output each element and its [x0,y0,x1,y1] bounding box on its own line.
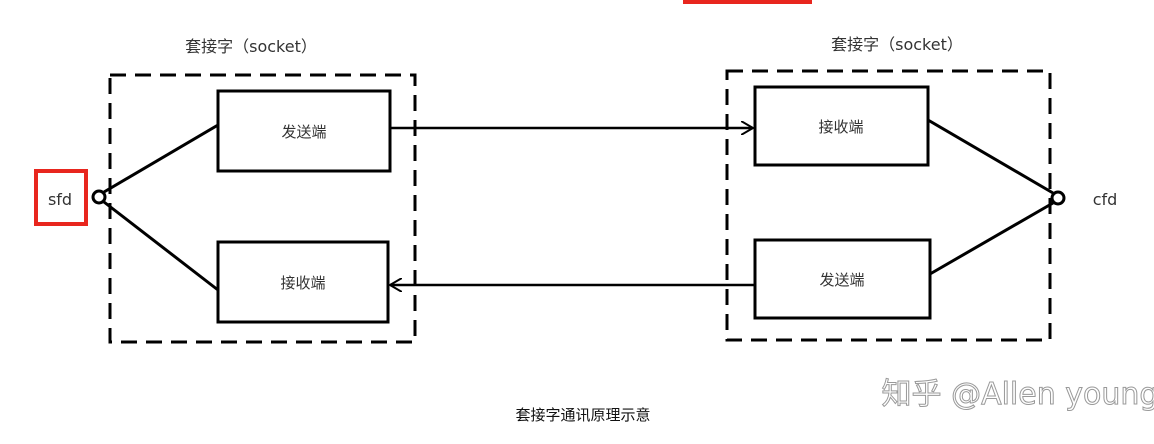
right-recv-label: 接收端 [818,118,863,136]
left-send-box [216,89,392,173]
right-recv-box [753,85,930,167]
right-send-label: 发送端 [819,271,864,289]
left-recv-label: 接收端 [280,274,325,292]
left-top-connector [103,123,219,194]
right-send-box [753,238,932,320]
watermark: 知乎 @Allen young [882,377,1154,412]
left-send-label: 发送端 [281,123,326,141]
sfd-highlight-box [34,169,88,226]
left-bottom-connector [103,200,219,292]
right-bottom-connector [929,201,1054,276]
right-socket-port [1050,190,1066,206]
right-socket-title: 套接字（socket） [831,35,963,54]
left-socket-title: 套接字（socket） [185,37,317,56]
left-recv-box [216,240,390,324]
diagram-caption: 套接字通讯原理示意 [515,406,650,424]
right-top-connector [927,118,1054,195]
top-red-bar [683,0,812,4]
sfd-label: sfd [48,190,72,209]
left-socket-port [91,189,107,205]
cfd-label: cfd [1093,190,1118,209]
